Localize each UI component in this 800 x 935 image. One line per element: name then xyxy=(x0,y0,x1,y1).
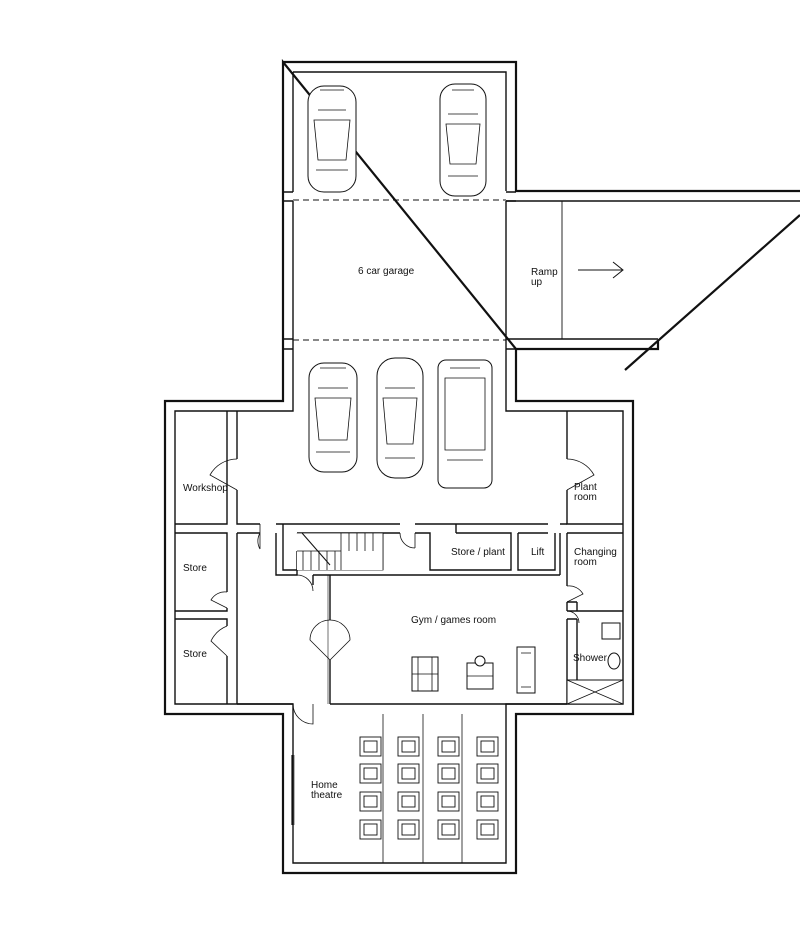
ramp xyxy=(516,201,658,350)
cinema-seat-icon xyxy=(397,736,420,757)
label-changing-line1: Changing xyxy=(574,547,617,558)
cinema-seat-icon xyxy=(476,763,499,784)
cinema-seat-icon xyxy=(476,791,499,812)
label-lift: Lift xyxy=(531,547,545,558)
gym-equipment-icon xyxy=(516,646,536,694)
car-topview-icon xyxy=(439,83,487,197)
label-store-1: Store xyxy=(183,563,207,574)
gym-equipment-icon xyxy=(466,655,494,690)
theatre-seating xyxy=(359,736,499,840)
cinema-seat-icon xyxy=(359,763,382,784)
garage-openings xyxy=(283,191,516,350)
cars xyxy=(307,83,493,489)
label-garage: 6 car garage xyxy=(358,266,415,277)
cinema-seat-icon xyxy=(397,763,420,784)
interior-walls xyxy=(175,411,623,705)
gym-equipment-icon xyxy=(411,656,439,692)
label-workshop: Workshop xyxy=(183,483,228,494)
cinema-seat-icon xyxy=(397,819,420,840)
car-topview-icon xyxy=(376,357,424,479)
cinema-seat-icon xyxy=(476,819,499,840)
cinema-seat-icon xyxy=(437,763,460,784)
cinema-seat-icon xyxy=(437,819,460,840)
door-swings xyxy=(209,458,595,825)
label-shower: Shower xyxy=(573,653,608,664)
car-topview-icon xyxy=(307,85,357,193)
ramp-arrow-icon xyxy=(578,261,624,279)
theatre-aisles xyxy=(382,714,463,863)
cinema-seat-icon xyxy=(359,791,382,812)
cinema-seat-icon xyxy=(437,791,460,812)
cinema-seat-icon xyxy=(397,791,420,812)
label-plant-line1: Plant xyxy=(574,482,597,493)
label-gym: Gym / games room xyxy=(411,615,496,626)
label-plant-line2: room xyxy=(574,492,597,503)
label-store-2: Store xyxy=(183,649,207,660)
car-topview-icon xyxy=(308,362,358,473)
cinema-seat-icon xyxy=(359,736,382,757)
label-ramp-line1: Ramp xyxy=(531,267,558,278)
car-topview-icon xyxy=(437,359,493,489)
room-labels: 6 car garage Ramp up Workshop Plant room… xyxy=(183,266,617,801)
label-theatre-line2: theatre xyxy=(311,790,343,801)
label-changing-line2: room xyxy=(574,557,597,568)
cinema-seat-icon xyxy=(359,819,382,840)
label-ramp-line2: up xyxy=(531,277,543,288)
label-store-plant: Store / plant xyxy=(451,547,505,558)
outer-walls xyxy=(163,58,800,875)
cinema-seat-icon xyxy=(437,736,460,757)
cinema-seat-icon xyxy=(476,736,499,757)
label-theatre-line1: Home xyxy=(311,780,338,791)
shower-fixtures xyxy=(566,622,624,705)
